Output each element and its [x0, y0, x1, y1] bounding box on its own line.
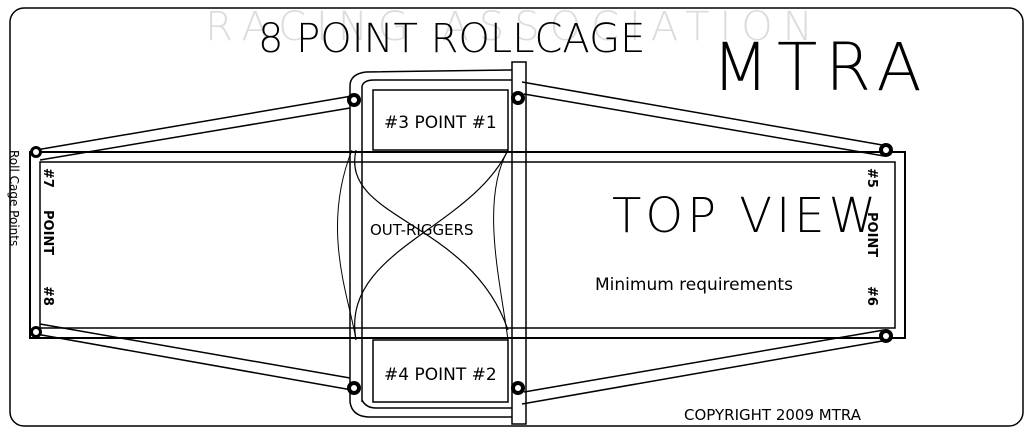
- edge-caption: Roll Cage Points: [7, 150, 21, 246]
- subtitle-text: Minimum requirements: [595, 275, 793, 295]
- outriggers-label: OUT-RIGGERS: [370, 221, 474, 239]
- drawing-title: 8 POINT ROLLCAGE: [258, 16, 645, 62]
- tube-right-top: [521, 81, 889, 147]
- bottom-connector: [349, 401, 512, 418]
- outrigger-curve-b: [354, 149, 509, 341]
- label-point-3-1: #3 POINT #1: [384, 113, 497, 133]
- main-hoop: [511, 61, 527, 425]
- tube-left-top: [35, 95, 353, 151]
- mount-point-1: [511, 91, 525, 105]
- label-point-right: POINT: [864, 212, 879, 257]
- label-point-5: #5: [864, 168, 879, 188]
- watermark-text: RACING ASSOCIATION: [205, 4, 822, 50]
- label-point-8: #8: [40, 286, 55, 306]
- view-label: TOP VIEW: [612, 188, 880, 244]
- mount-point-2: [511, 381, 525, 395]
- mount-point-4: [347, 381, 361, 395]
- copyright-text: COPYRIGHT 2009 MTRA: [684, 406, 862, 424]
- brand-logo-text: MTRA: [712, 29, 930, 106]
- mount-point-7: [30, 146, 42, 158]
- tube-right-bottom: [521, 339, 889, 405]
- box-bottom: [372, 339, 509, 403]
- box-top: [372, 89, 509, 151]
- mount-point-3: [347, 93, 361, 107]
- mount-point-6: [879, 329, 893, 343]
- car-body-outline: [29, 151, 906, 339]
- label-point-7: #7: [40, 168, 55, 188]
- mount-point-8: [30, 326, 42, 338]
- label-point-4-2: #4 POINT #2: [384, 365, 497, 385]
- label-point-6: #6: [864, 286, 879, 306]
- outrigger-curve-a: [354, 149, 509, 331]
- car-body-inner: [39, 161, 896, 329]
- mount-point-5: [879, 143, 893, 157]
- tube-left-bottom: [35, 333, 353, 391]
- top-connector: [349, 69, 513, 87]
- drawing-border: [9, 7, 1024, 427]
- label-point-left: POINT: [40, 210, 55, 255]
